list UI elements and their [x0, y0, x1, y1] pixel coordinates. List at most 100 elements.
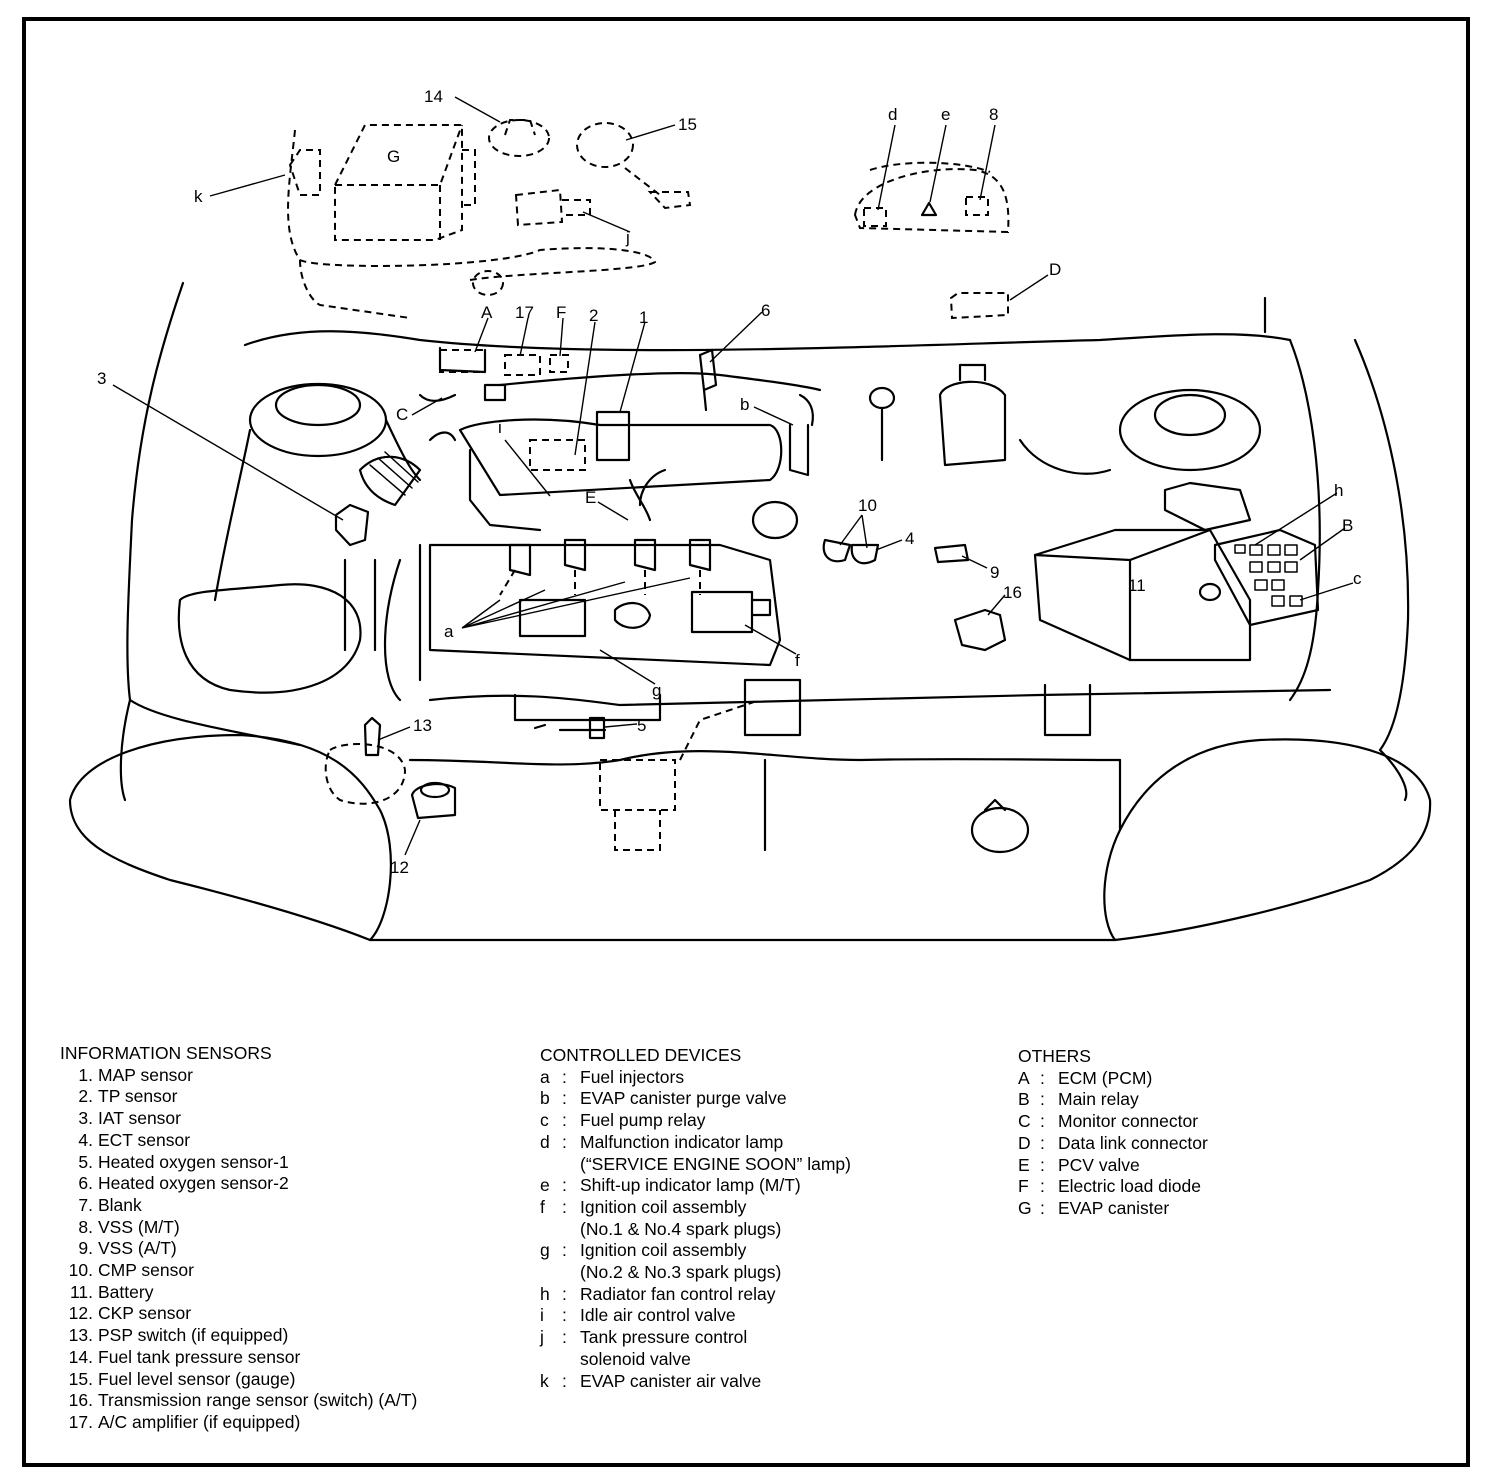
item-text: Blank [98, 1194, 142, 1215]
legend-item: 17.A/C amplifier (if equipped) [60, 1412, 417, 1434]
tank-pressure-control-valve [514, 188, 591, 227]
item-text: EVAP canister [1058, 1197, 1170, 1218]
callout-label: e [941, 105, 950, 124]
legend-item: 12.CKP sensor [60, 1303, 417, 1325]
legend-item: k:EVAP canister air valve [540, 1371, 851, 1393]
item-number: 7. [78, 1194, 93, 1215]
item-separator: : [1040, 1176, 1045, 1197]
callout-label: 5 [637, 716, 646, 735]
item-text: Fuel injectors [580, 1066, 685, 1087]
callout-label: 6 [761, 301, 770, 320]
callout-labels: 14 15 k G j d e 8 D A 17 F 2 1 6 3 C b i… [97, 87, 1362, 877]
item-number: 8. [78, 1216, 93, 1237]
item-text: ECM (PCM) [1058, 1067, 1153, 1088]
callout-label: 15 [678, 115, 697, 134]
item-key: D [1018, 1132, 1031, 1153]
item-key: G [1018, 1197, 1032, 1218]
legend-heading: OTHERS [1018, 1046, 1091, 1066]
item-text: VSS (A/T) [98, 1238, 177, 1259]
item-key: d [540, 1131, 550, 1152]
item-key: j [540, 1327, 544, 1348]
legend-item: 2.TP sensor [60, 1086, 417, 1108]
legend-item: e:Shift-up indicator lamp (M/T) [540, 1175, 851, 1197]
legend-item: A:ECM (PCM) [1018, 1068, 1208, 1090]
item-text: Heated oxygen sensor-2 [98, 1173, 289, 1194]
item-text: IAT sensor [98, 1108, 181, 1129]
item-text: Tank pressure control [580, 1327, 748, 1348]
item-number: 1. [78, 1064, 93, 1085]
callout-label: 4 [905, 529, 914, 548]
item-number: 16. [68, 1390, 93, 1411]
item-key: h [540, 1283, 550, 1304]
legend-item: E:PCV valve [1018, 1155, 1208, 1177]
leader-lines [112, 96, 1354, 856]
item-continuation: (No.1 & No.4 spark plugs) [580, 1218, 782, 1239]
callout-label: 9 [990, 563, 999, 582]
callout-label: g [652, 681, 661, 700]
item-separator: : [562, 1066, 567, 1087]
item-separator: : [562, 1088, 567, 1109]
item-key: A [1018, 1067, 1030, 1088]
fuel-tank-pressure-sensor [488, 119, 550, 157]
item-text: Main relay [1058, 1089, 1139, 1110]
callout-label: j [625, 228, 630, 247]
item-text: Malfunction indicator lamp [580, 1131, 784, 1152]
item-key: f [540, 1196, 545, 1217]
item-text: CMP sensor [98, 1260, 194, 1281]
callout-label: 8 [989, 105, 998, 124]
item-key: C [1018, 1111, 1031, 1132]
item-number: 2. [78, 1086, 93, 1107]
item-text: Transmission range sensor (switch) (A/T) [98, 1390, 418, 1411]
legend-item: 11.Battery [60, 1282, 417, 1304]
item-separator: : [562, 1110, 567, 1131]
callout-label: 1 [639, 308, 648, 327]
item-number: 15. [68, 1368, 93, 1389]
others-legend: OTHERS A:ECM (PCM) B:Main relay C:Monito… [1018, 1046, 1208, 1220]
legend-item: a: Fuel injectors [540, 1067, 851, 1089]
callout-label: B [1342, 516, 1353, 535]
legend-item: g:Ignition coil assembly [540, 1240, 851, 1262]
callout-label: 12 [390, 858, 409, 877]
evap-canister-group [334, 124, 476, 241]
instrument-cluster [853, 161, 1010, 234]
vehicle-body [68, 281, 1432, 942]
callout-label: h [1334, 481, 1343, 500]
callout-label: 13 [413, 716, 432, 735]
item-text: Electric load diode [1058, 1176, 1201, 1197]
legend-item: 9.VSS (A/T) [60, 1238, 417, 1260]
callout-label: 17 [515, 303, 534, 322]
item-text: VSS (M/T) [98, 1216, 180, 1237]
legend-item: d:Malfunction indicator lamp [540, 1132, 851, 1154]
legend-item: C:Monitor connector [1018, 1111, 1208, 1133]
legend-item: b:EVAP canister purge valve [540, 1088, 851, 1110]
legend-item: 8.VSS (M/T) [60, 1217, 417, 1239]
legend-item: 13.PSP switch (if equipped) [60, 1325, 417, 1347]
item-continuation: (“SERVICE ENGINE SOON” lamp) [580, 1153, 851, 1174]
item-separator: : [562, 1175, 567, 1196]
item-key: g [540, 1240, 550, 1261]
item-separator: : [1040, 1197, 1045, 1218]
legend-item: F:Electric load diode [1018, 1176, 1208, 1198]
engine-bay-diagram: 14 15 k G j d e 8 D A 17 F 2 1 6 3 C b i… [68, 87, 1432, 942]
item-text: TP sensor [98, 1086, 178, 1107]
item-continuation: solenoid valve [580, 1348, 691, 1369]
data-link-connector [949, 292, 1009, 320]
item-number: 9. [78, 1238, 93, 1259]
legend-item: 14.Fuel tank pressure sensor [60, 1347, 417, 1369]
diagram-frame [22, 17, 1470, 1467]
item-text: EVAP canister purge valve [580, 1088, 787, 1109]
item-text: CKP sensor [98, 1303, 192, 1324]
legend-item: f:Ignition coil assembly [540, 1197, 851, 1219]
legend-item: c:Fuel pump relay [540, 1110, 851, 1132]
item-key: B [1018, 1089, 1030, 1110]
item-text: ECT sensor [98, 1129, 191, 1150]
callout-label: E [585, 488, 596, 507]
callout-label: 10 [858, 496, 877, 515]
item-key: k [540, 1370, 549, 1391]
item-number: 11. [69, 1281, 93, 1302]
legend-item: 1.MAP sensor [60, 1065, 417, 1087]
item-key: a [540, 1066, 550, 1087]
callout-label: D [1049, 260, 1061, 279]
legend-item: i:Idle air control valve [540, 1305, 851, 1327]
item-separator: : [562, 1370, 567, 1391]
